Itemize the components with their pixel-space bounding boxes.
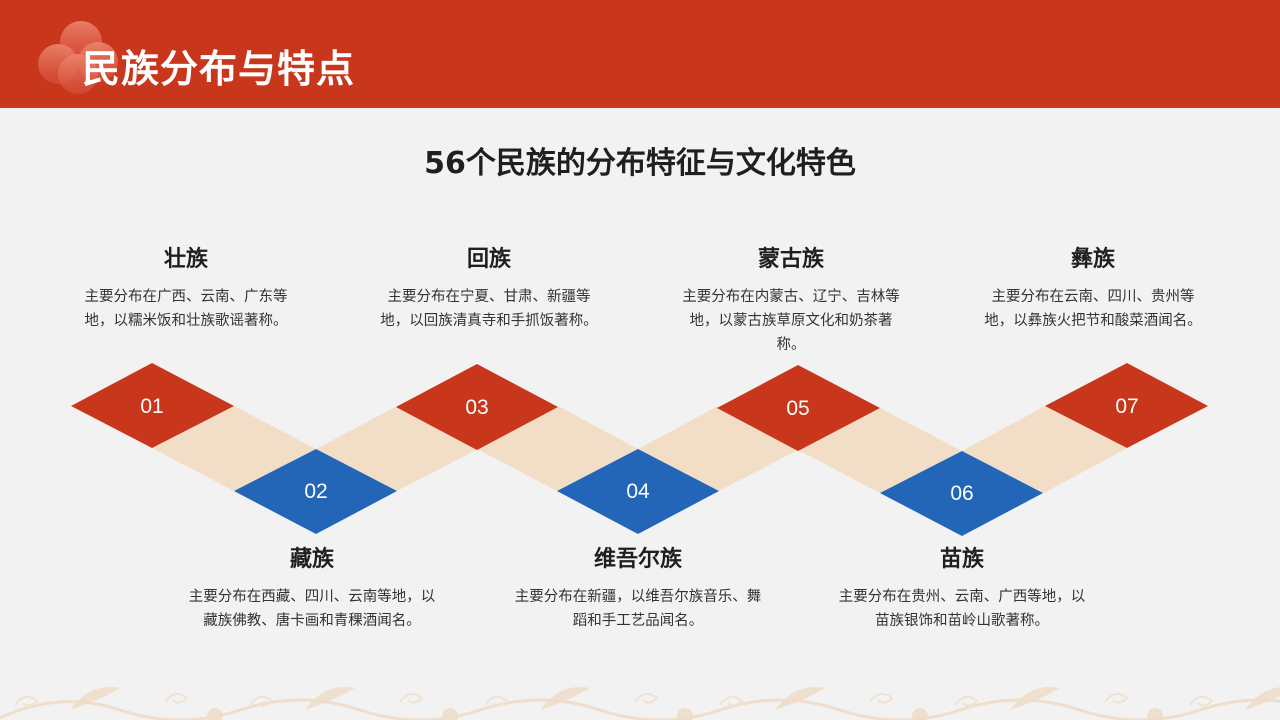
floral-border-decoration (0, 686, 1280, 720)
ethnic-group-name: 彝族 (1070, 247, 1115, 272)
ethnic-group-card: 壮族 主要分布在广西、云南、广东等地，以糯米饭和壮族歌谣著称。 (56, 245, 316, 333)
ethnic-group-card: 维吾尔族 主要分布在新疆，以维吾尔族音乐、舞蹈和手工艺品闻名。 (508, 545, 768, 633)
ethnic-group-card: 彝族 主要分布在云南、四川、贵州等地，以彝族火把节和酸菜酒闻名。 (963, 245, 1223, 333)
step-number: 06 (950, 482, 974, 505)
ethnic-group-desc: 主要分布在内蒙古、辽宁、吉林等地，以蒙古族草原文化和奶茶著称。 (682, 289, 900, 353)
ethnic-group-name: 维吾尔族 (593, 547, 682, 572)
ethnic-group-desc: 主要分布在新疆，以维吾尔族音乐、舞蹈和手工艺品闻名。 (514, 589, 762, 629)
step-number: 03 (465, 396, 489, 419)
ethnic-group-name: 壮族 (163, 247, 208, 272)
diamond-07 (1045, 363, 1208, 448)
ethnic-group-name: 苗族 (939, 547, 984, 572)
diamond-04 (557, 449, 719, 534)
ethnic-group-desc: 主要分布在云南、四川、贵州等地，以彝族火把节和酸菜酒闻名。 (984, 289, 1202, 329)
ethnic-group-desc: 主要分布在贵州、云南、广西等地，以苗族银饰和苗岭山歌著称。 (838, 589, 1086, 629)
step-number: 07 (1115, 395, 1139, 418)
page-title: 民族分布与特点 (82, 47, 356, 91)
cloud-icon (38, 21, 118, 94)
header-bar: 民族分布与特点 (0, 0, 1280, 108)
ethnic-group-name: 蒙古族 (757, 247, 824, 272)
ethnic-group-card: 藏族 主要分布在西藏、四川、云南等地，以藏族佛教、唐卡画和青稞酒闻名。 (182, 545, 442, 633)
diamond-01 (71, 363, 234, 448)
diamond-02 (234, 449, 397, 534)
ethnic-group-card: 蒙古族 主要分布在内蒙古、辽宁、吉林等地，以蒙古族草原文化和奶茶著称。 (661, 245, 921, 357)
diamond-03 (396, 364, 558, 450)
step-number: 05 (786, 397, 810, 420)
diamond-06 (880, 451, 1043, 536)
step-number: 04 (626, 480, 650, 503)
ethnic-group-desc: 主要分布在广西、云南、广东等地，以糯米饭和壮族歌谣著称。 (84, 289, 288, 329)
step-number: 01 (140, 395, 164, 418)
connector-bands (152, 385, 1127, 493)
diamond-05 (717, 365, 880, 451)
ethnic-group-card: 苗族 主要分布在贵州、云南、广西等地，以苗族银饰和苗岭山歌著称。 (832, 545, 1092, 633)
ethnic-group-name: 回族 (466, 247, 511, 272)
ethnic-group-desc: 主要分布在西藏、四川、云南等地，以藏族佛教、唐卡画和青稞酒闻名。 (188, 589, 436, 629)
ethnic-group-card: 回族 主要分布在宁夏、甘肃、新疆等地，以回族清真寺和手抓饭著称。 (359, 245, 619, 333)
diagram-subtitle: 56个民族的分布特征与文化特色 (424, 146, 856, 181)
ethnic-group-desc: 主要分布在宁夏、甘肃、新疆等地，以回族清真寺和手抓饭著称。 (380, 289, 598, 329)
ethnic-group-name: 藏族 (289, 547, 334, 572)
step-number: 02 (304, 480, 328, 503)
